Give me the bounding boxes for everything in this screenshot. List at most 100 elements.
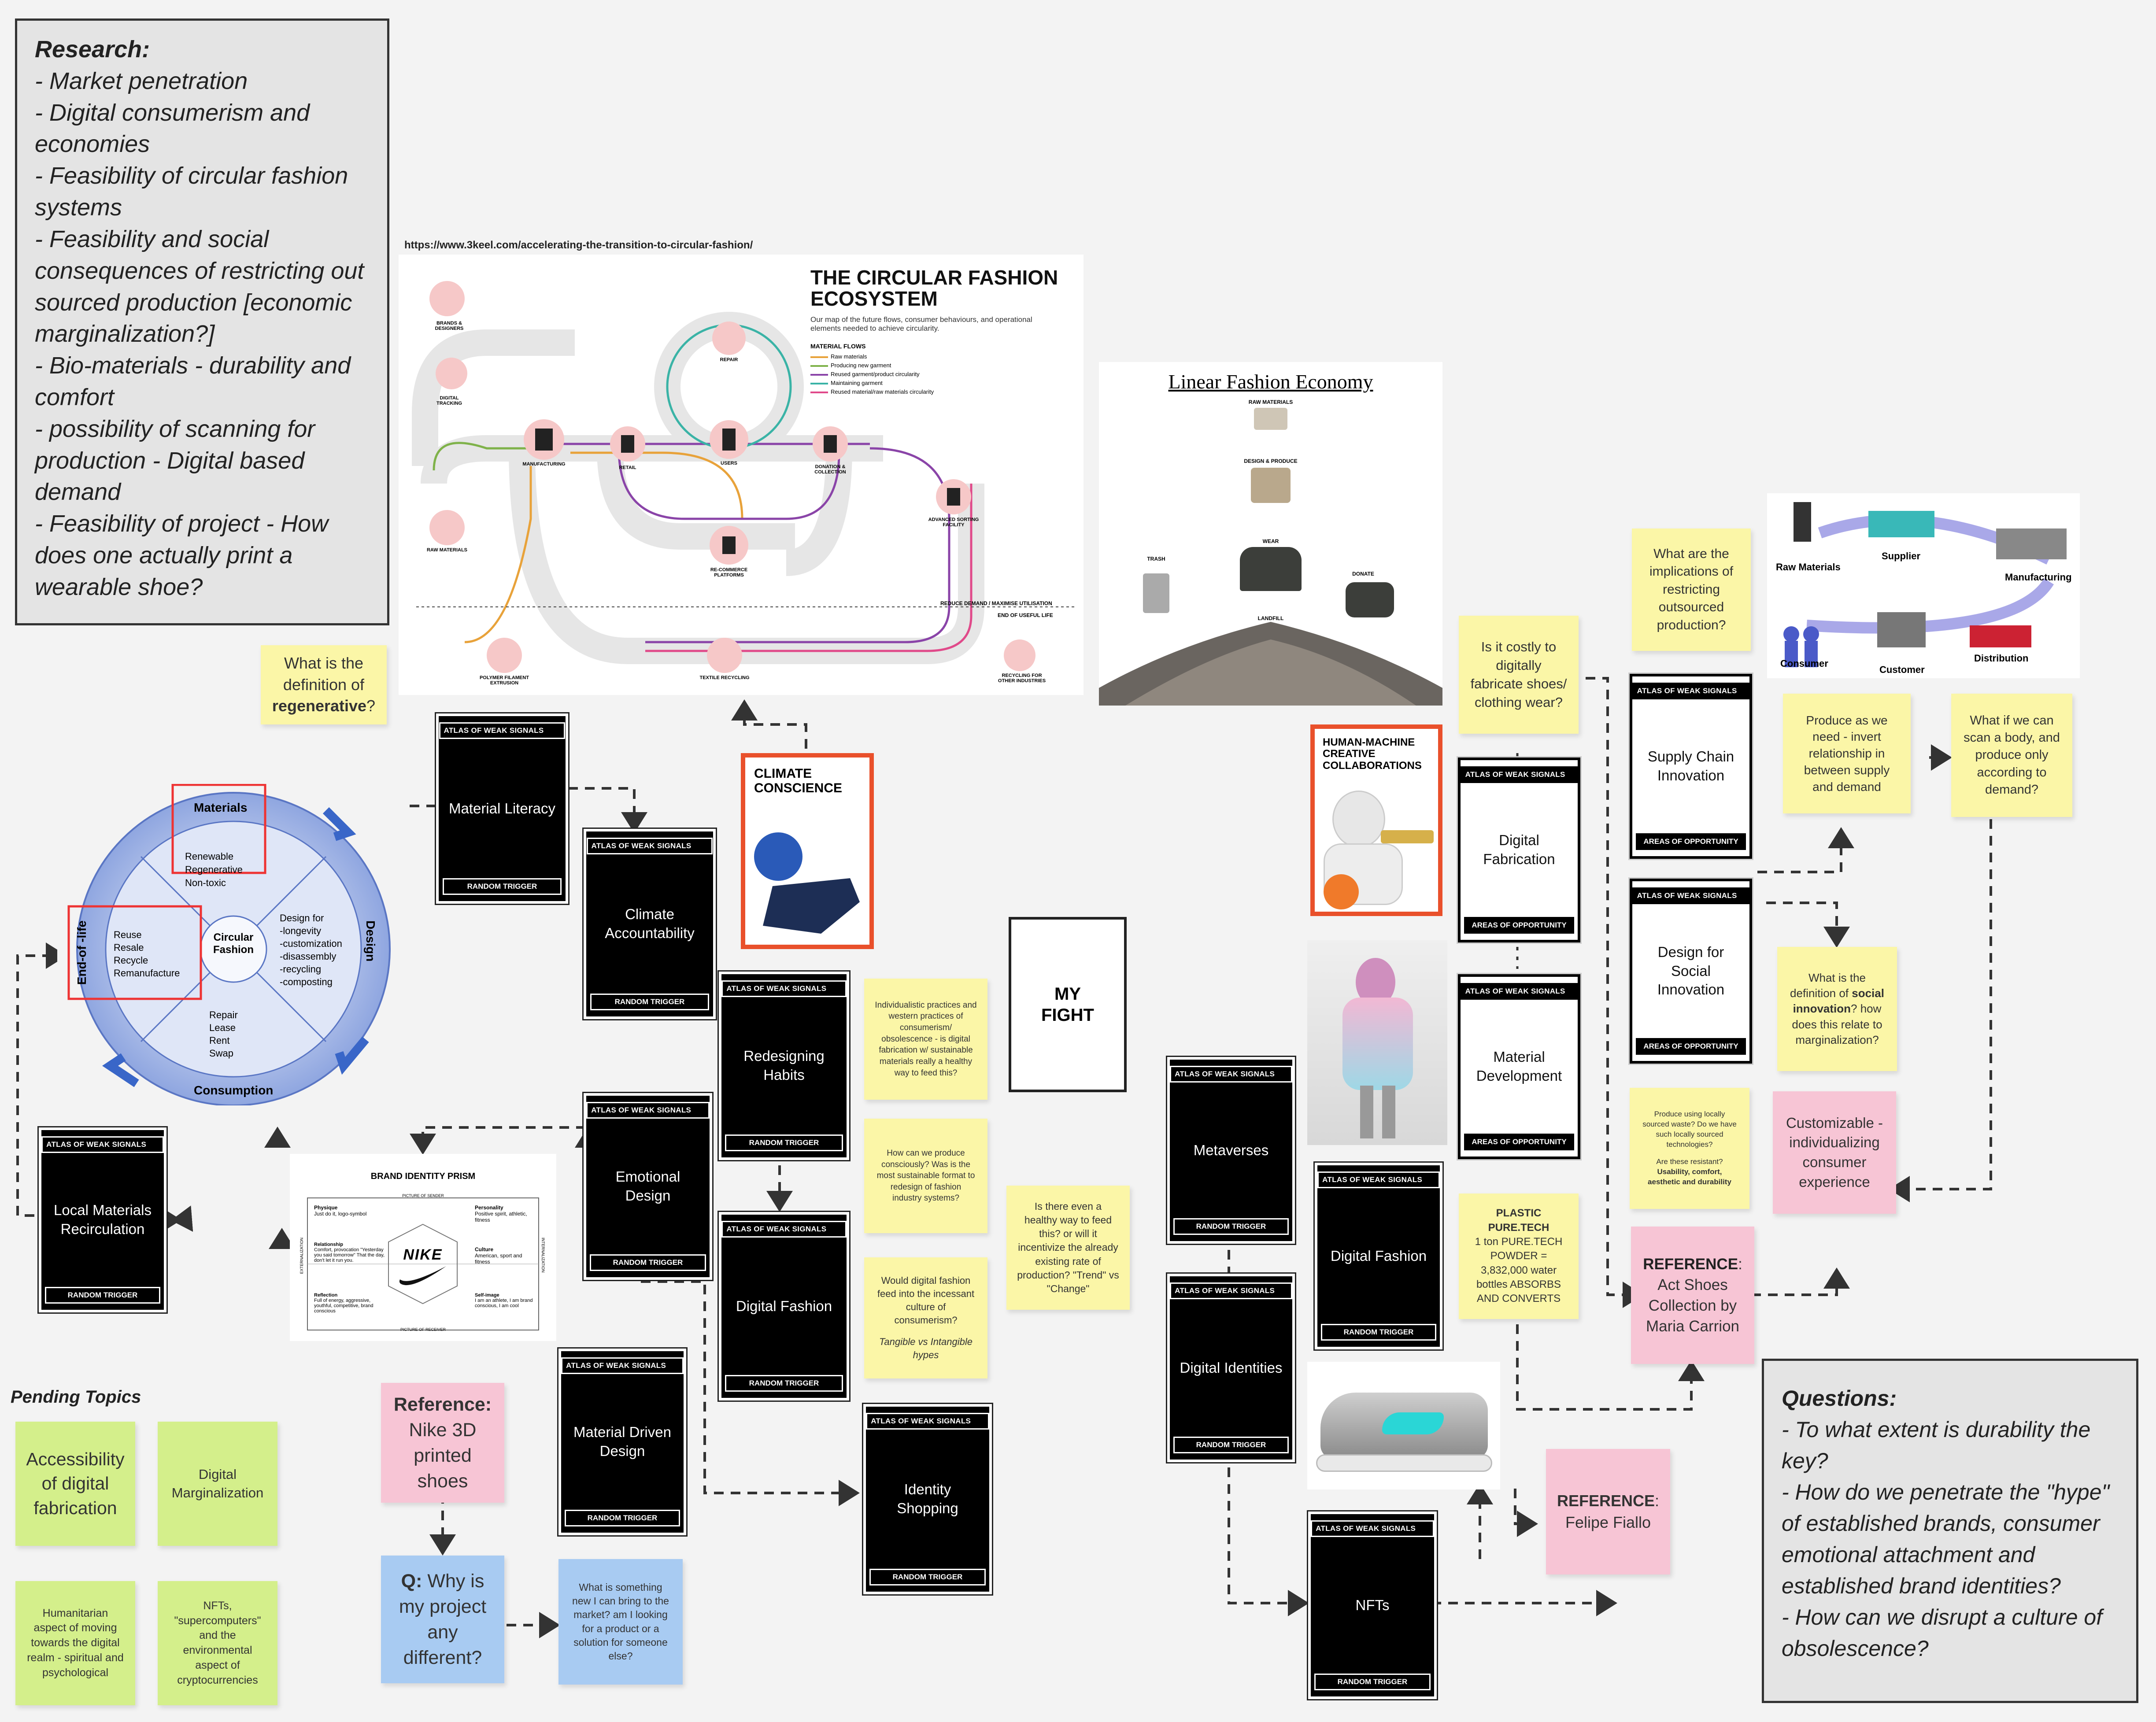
linear-economy-image[interactable]: Linear Fashion Economy RAW MATERIALS DES… <box>1099 362 1442 706</box>
climate-conscience-card[interactable]: CLIMATE CONSCIENCE <box>741 753 874 949</box>
sticky-digital-fashion-feed[interactable]: Would digital fashion feed into the ince… <box>864 1257 987 1378</box>
sticky-implications[interactable]: What are the implications of restricting… <box>1632 528 1751 651</box>
robot-head-icon <box>1332 791 1385 848</box>
sticky-scan-body[interactable]: What if we can scan a body, and produce … <box>1951 694 2072 817</box>
card-climate-accountability[interactable]: ATLAS OF WEAK SIGNALS Climate Accountabi… <box>582 828 717 1020</box>
card-title: Emotional Design <box>615 1168 680 1204</box>
sticky-humanitarian[interactable]: Humanitarian aspect of moving towards th… <box>15 1581 135 1705</box>
sticky-customizable[interactable]: Customizable - individualizing consumer … <box>1773 1091 1896 1214</box>
legend-swatch <box>810 391 828 393</box>
card-header: ATLAS OF WEAK SIGNALS <box>1170 1066 1292 1083</box>
brand-identity-prism[interactable]: BRAND IDENTITY PRISM PICTURE OF SENDER P… <box>290 1154 556 1341</box>
card-digital-identities[interactable]: ATLAS OF WEAK SIGNALS Digital Identities… <box>1166 1272 1296 1463</box>
research-note[interactable]: Research: - Market penetration - Digital… <box>15 18 389 625</box>
text-bold: Q: <box>401 1570 422 1592</box>
sticky-text: REFERENCE: Act Shoes Collection by Maria… <box>1642 1254 1744 1337</box>
sweater-icon <box>1240 547 1302 591</box>
card-nfts[interactable]: ATLAS OF WEAK SIGNALS NFTs RANDOM TRIGGE… <box>1307 1510 1438 1700</box>
fashion-model-image[interactable] <box>1307 940 1447 1145</box>
card-header: ATLAS OF WEAK SIGNALS <box>866 1413 989 1430</box>
research-item: - possibility of scanning for production… <box>35 415 315 506</box>
card-footer: RANDOM TRIGGER <box>1173 1437 1289 1453</box>
digital-sneaker-image[interactable] <box>1307 1362 1500 1489</box>
wheel-item: Rent <box>209 1035 230 1046</box>
sticky-individualistic[interactable]: Individualistic practices and western pr… <box>864 979 987 1100</box>
sticky-plastic-puretech[interactable]: PLASTIC PURE.TECH 1 ton PURE.TECH POWDER… <box>1459 1194 1579 1319</box>
card-digital-fabrication[interactable]: ATLAS OF WEAK SIGNALS Digital Fabricatio… <box>1457 756 1582 944</box>
sticky-something-new[interactable]: What is something new I can bring to the… <box>558 1559 683 1685</box>
card-redesigning-habits[interactable]: ATLAS OF WEAK SIGNALS Redesigning Habits… <box>717 970 851 1161</box>
linear-label: DESIGN & PRODUCE <box>1244 458 1298 464</box>
sticky-regenerative[interactable]: What is the definition of regenerative? <box>261 645 387 724</box>
card-material-literacy[interactable]: ATLAS OF WEAK SIGNALS Material Literacy … <box>435 712 570 905</box>
node-label: RE-COMMERCE PLATFORMS <box>710 567 748 578</box>
prism-title: BRAND IDENTITY PRISM <box>370 1171 476 1181</box>
source-url-link[interactable]: https://www.3keel.com/accelerating-the-t… <box>404 239 753 251</box>
card-digital-fashion[interactable]: ATLAS OF WEAK SIGNALS Digital Fashion RA… <box>717 1211 851 1402</box>
sticky-digital-marginalization[interactable]: Digital Marginalization <box>158 1422 277 1546</box>
supply-chain-diagram[interactable]: Raw Materials Supplier Manufacturing Dis… <box>1767 493 2080 678</box>
card-footer: RANDOM TRIGGER <box>590 994 710 1010</box>
prism-text: Full of energy, aggressive, youthful, co… <box>314 1298 374 1314</box>
sticky-produce-need[interactable]: Produce as we need - invert relationship… <box>1783 694 1911 813</box>
card-digital-fashion-2[interactable]: ATLAS OF WEAK SIGNALS Digital Fashion RA… <box>1313 1161 1444 1351</box>
sticky-nike-reference[interactable]: Reference: Nike 3D printed shoes <box>381 1383 504 1503</box>
prism-top-label: PICTURE OF SENDER <box>402 1194 444 1198</box>
sticky-why-different[interactable]: Q: Why is my project any different? <box>381 1556 504 1683</box>
card-header: ATLAS OF WEAK SIGNALS <box>1317 1171 1440 1188</box>
sticky-text-italic: Tangible vs Intangible hypes <box>879 1336 973 1360</box>
sticky-consciously[interactable]: How can we produce consciously? Was is t… <box>864 1119 987 1233</box>
sticky-text: 1 ton PURE.TECH POWDER = 3,832,000 water… <box>1475 1235 1563 1305</box>
card-title: Digital Fashion <box>1330 1247 1427 1264</box>
card-supply-chain-innovation[interactable]: ATLAS OF WEAK SIGNALS Supply Chain Innov… <box>1628 673 1753 860</box>
linear-title: Linear Fashion Economy <box>1168 370 1373 393</box>
landfill-pile <box>1099 622 1442 706</box>
chain-label: Raw Materials <box>1776 562 1841 573</box>
node-label: RECYCLING FOR OTHER INDUSTRIES <box>998 673 1046 684</box>
sticky-title: PLASTIC PURE.TECH <box>1488 1207 1550 1234</box>
sticky-felipe-reference[interactable]: REFERENCE: Felipe Fiallo <box>1546 1449 1670 1574</box>
sticky-healthy-way[interactable]: Is there even a healthy way to feed this… <box>1006 1186 1130 1310</box>
sticky-nfts-environment[interactable]: NFTs, "supercomputers" and the environme… <box>158 1581 277 1705</box>
sticky-act-shoes-reference[interactable]: REFERENCE: Act Shoes Collection by Maria… <box>1631 1227 1754 1364</box>
card-emotional-design[interactable]: ATLAS OF WEAK SIGNALS Emotional Design R… <box>582 1092 714 1281</box>
card-footer: RANDOM TRIGGER <box>45 1287 160 1304</box>
card-title: Local Materials Recirculation <box>54 1202 152 1237</box>
sticky-social-innovation[interactable]: What is the definition of social innovat… <box>1777 947 1897 1071</box>
trash-can-icon <box>1143 573 1169 613</box>
my-fight-box[interactable]: MY FIGHT <box>1009 917 1127 1092</box>
sticky-costly[interactable]: Is it costly to digitally fabricate shoe… <box>1459 616 1579 734</box>
wheel-item: Repair <box>209 1009 238 1020</box>
human-machine-card[interactable]: HUMAN-MACHINE CREATIVE COLLABORATIONS <box>1310 724 1442 916</box>
sticky-accessibility[interactable]: Accessibility of digital fabrication <box>15 1422 135 1546</box>
node-label: ADVANCED SORTING FACILITY <box>928 517 979 528</box>
sticky-text: Nike 3D printed shoes <box>409 1419 477 1492</box>
card-design-social-innovation[interactable]: ATLAS OF WEAK SIGNALS Design for Social … <box>1628 877 1753 1065</box>
wheel-consumption-title: Consumption <box>194 1083 274 1097</box>
circular-fashion-wheel[interactable]: Materials Renewable Regenerative Non-tox… <box>57 784 403 1105</box>
card-title: Material Development <box>1476 1049 1562 1084</box>
card-material-development[interactable]: ATLAS OF WEAK SIGNALS Material Developme… <box>1457 973 1582 1160</box>
prism-text: American, sport and fitness <box>475 1253 522 1265</box>
spools-icon <box>1251 468 1291 503</box>
prism-bottom-label: PICTURE OF RECEIVER <box>400 1327 446 1332</box>
prism-text: Comfort, provocation "Yesterday you said… <box>314 1247 385 1263</box>
card-local-materials-recirculation[interactable]: ATLAS OF WEAK SIGNALS Local Materials Re… <box>37 1126 168 1314</box>
questions-note[interactable]: Questions: - To what extent is durabilit… <box>1762 1359 2138 1703</box>
card-metaverses[interactable]: ATLAS OF WEAK SIGNALS Metaverses RANDOM … <box>1166 1056 1296 1245</box>
card-material-driven-design[interactable]: ATLAS OF WEAK SIGNALS Material Driven De… <box>557 1347 688 1537</box>
card-identity-shopping[interactable]: ATLAS OF WEAK SIGNALS Identity Shopping … <box>862 1403 993 1596</box>
orange-badge-icon <box>1324 874 1359 909</box>
research-item: - Digital consumerism and economies <box>35 99 310 158</box>
card-title: Design for Social Innovation <box>1657 943 1725 998</box>
card-header: ATLAS OF WEAK SIGNALS <box>1460 983 1578 1000</box>
sticky-text-bold: Usability, comfort, aesthetic and durabi… <box>1648 1167 1731 1186</box>
sticky-locally-sourced[interactable]: Produce using locally sourced waste? Do … <box>1630 1088 1749 1209</box>
wheel-item: Design for <box>280 913 324 924</box>
card-header: ATLAS OF WEAK SIGNALS <box>586 1102 710 1119</box>
card-footer: AREAS OF OPPORTUNITY <box>1635 1038 1746 1055</box>
circular-ecosystem-image[interactable]: BRANDS & DESIGNERS DIGITAL TRACKING MANU… <box>399 255 1084 695</box>
prism-heading: Self-image <box>475 1293 499 1298</box>
